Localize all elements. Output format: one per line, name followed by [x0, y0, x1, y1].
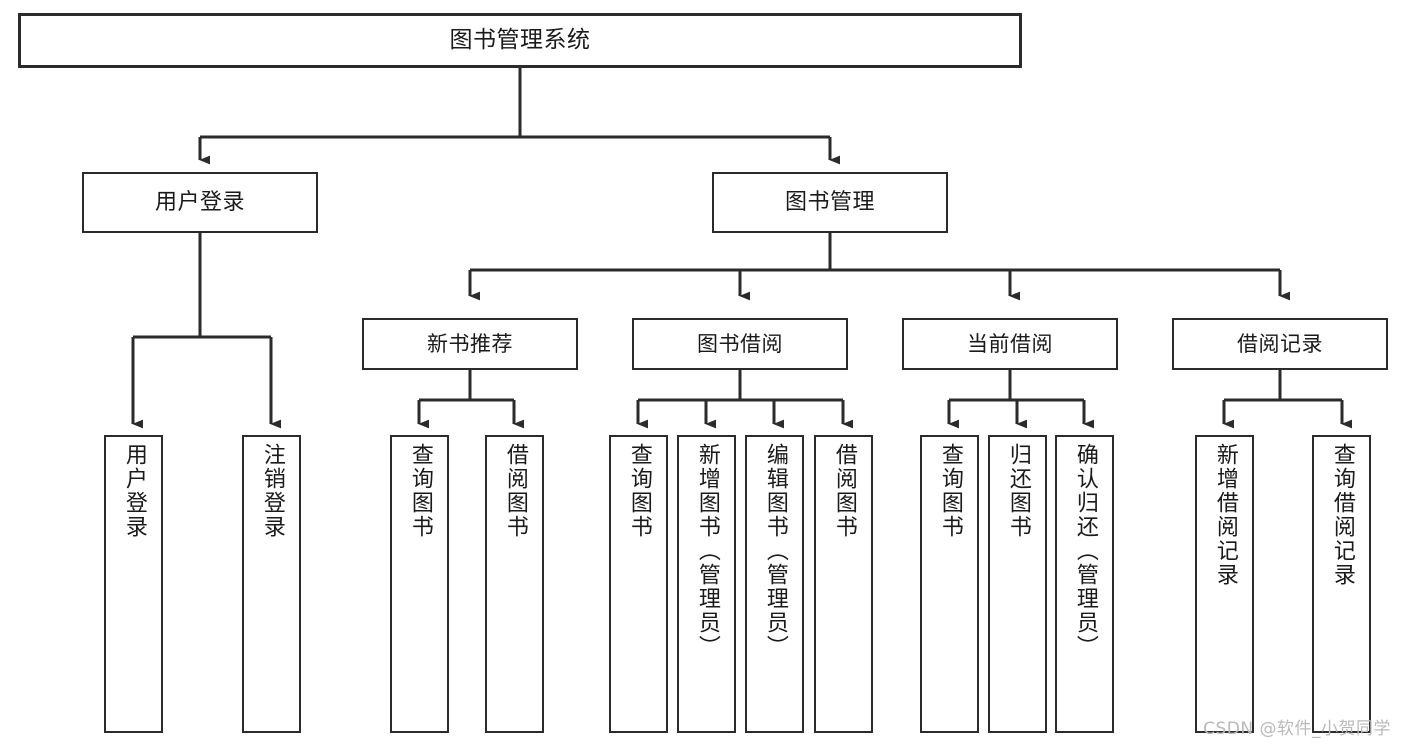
node-current-borrow[interactable]: 当前借阅	[902, 318, 1118, 370]
node-leaf-query-book-1-label: 查询图书	[407, 443, 433, 539]
node-leaf-borrow-book-2-label: 借阅图书	[831, 443, 857, 539]
node-root-label: 图书管理系统	[449, 27, 591, 54]
node-leaf-return-book[interactable]: 归还图书	[988, 435, 1047, 733]
node-current-borrow-label: 当前借阅	[967, 331, 1053, 356]
node-leaf-add-book-label: 新增图书（管理员）	[694, 443, 720, 659]
node-leaf-add-book[interactable]: 新增图书（管理员）	[677, 435, 736, 733]
node-user-login[interactable]: 用户登录	[82, 172, 318, 233]
node-leaf-add-record-label: 新增借阅记录	[1212, 443, 1238, 587]
node-new-book-recommend[interactable]: 新书推荐	[362, 318, 578, 370]
node-leaf-edit-book-label: 编辑图书（管理员）	[762, 443, 788, 659]
node-leaf-confirm-return[interactable]: 确认归还（管理员）	[1055, 435, 1114, 733]
node-book-manage[interactable]: 图书管理	[712, 172, 948, 233]
node-leaf-confirm-return-label: 确认归还（管理员）	[1072, 443, 1098, 659]
node-leaf-borrow-book-1-label: 借阅图书	[502, 443, 528, 539]
node-borrow-record[interactable]: 借阅记录	[1172, 318, 1388, 370]
node-leaf-query-book-1[interactable]: 查询图书	[390, 435, 449, 733]
node-leaf-edit-book[interactable]: 编辑图书（管理员）	[745, 435, 804, 733]
node-root[interactable]: 图书管理系统	[18, 13, 1022, 68]
node-leaf-add-record[interactable]: 新增借阅记录	[1195, 435, 1254, 733]
node-leaf-query-record[interactable]: 查询借阅记录	[1312, 435, 1371, 733]
node-leaf-query-book-3-label: 查询图书	[937, 443, 963, 539]
node-leaf-borrow-book-1[interactable]: 借阅图书	[485, 435, 544, 733]
watermark: CSDN @软件_小贺同学	[1203, 719, 1391, 739]
node-leaf-user-login-label: 用户登录	[121, 443, 147, 539]
node-book-manage-label: 图书管理	[784, 189, 875, 215]
node-leaf-query-book-2-label: 查询图书	[626, 443, 652, 539]
node-book-borrow[interactable]: 图书借阅	[632, 318, 848, 370]
node-user-login-label: 用户登录	[154, 189, 245, 215]
node-book-borrow-label: 图书借阅	[697, 331, 783, 356]
node-new-book-recommend-label: 新书推荐	[427, 331, 513, 356]
node-leaf-query-record-label: 查询借阅记录	[1329, 443, 1355, 587]
node-leaf-query-book-3[interactable]: 查询图书	[920, 435, 979, 733]
node-leaf-logout[interactable]: 注销登录	[242, 435, 301, 733]
node-borrow-record-label: 借阅记录	[1237, 331, 1323, 356]
node-leaf-user-login[interactable]: 用户登录	[104, 435, 163, 733]
node-leaf-logout-label: 注销登录	[259, 443, 285, 539]
node-leaf-borrow-book-2[interactable]: 借阅图书	[814, 435, 873, 733]
node-leaf-return-book-label: 归还图书	[1005, 443, 1031, 539]
node-leaf-query-book-2[interactable]: 查询图书	[609, 435, 668, 733]
